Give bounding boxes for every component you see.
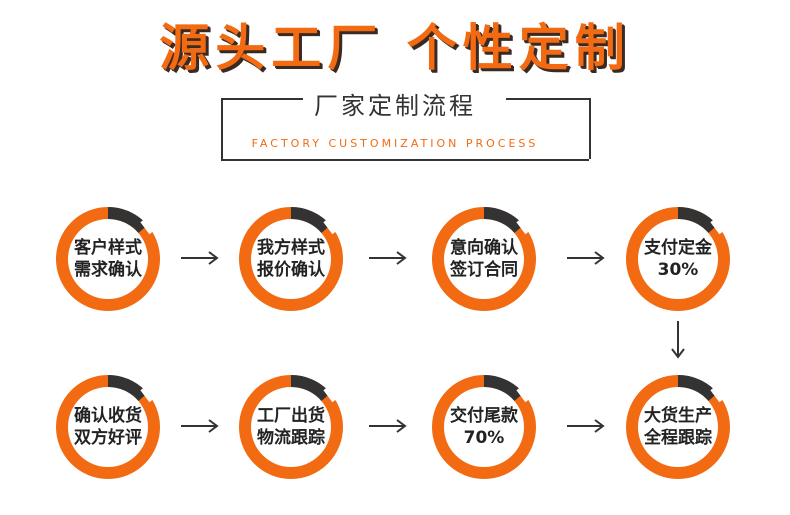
step-3-circle: 意向确认 签订合同	[429, 204, 539, 314]
ring-icon	[56, 206, 160, 311]
ring-icon	[432, 206, 536, 311]
step-5-line1: 确认收货	[74, 406, 142, 426]
step-7-line2: 70%	[463, 428, 505, 448]
step-8-line2: 全程跟踪	[644, 428, 712, 448]
ring-icon	[239, 206, 343, 311]
step-6-line1: 工厂出货	[257, 406, 325, 426]
step-2-line1: 我方样式	[257, 238, 325, 258]
ring-icon	[56, 374, 160, 479]
ring-icon	[432, 374, 536, 479]
step-5-line2: 双方好评	[74, 428, 142, 448]
arrow-right-icon	[181, 251, 219, 265]
step-1-line1: 客户样式	[74, 238, 142, 258]
arrow-right-icon	[369, 251, 407, 265]
arrow-right-icon	[181, 419, 219, 433]
step-1-circle: 客户样式 需求确认	[53, 204, 163, 314]
arrow-right-icon	[369, 419, 407, 433]
ring-icon	[626, 206, 730, 311]
step-8-line1: 大货生产	[644, 406, 712, 426]
step-6-circle: 工厂出货 物流跟踪	[236, 372, 346, 482]
step-8-circle: 大货生产 全程跟踪	[623, 372, 733, 482]
arrow-down-icon	[671, 321, 685, 359]
step-4-circle: 支付定金 30%	[623, 204, 733, 314]
headline: 源头工厂 个性定制	[159, 19, 631, 77]
step-5-circle: 确认收货 双方好评	[53, 372, 163, 482]
subtitle-frame-top-right	[506, 98, 589, 100]
arrow-right-icon	[567, 251, 605, 265]
step-1-line2: 需求确认	[74, 260, 142, 280]
step-4-line1: 支付定金	[644, 238, 712, 258]
step-3-line2: 签订合同	[450, 260, 518, 280]
step-7-circle: 交付尾款 70%	[429, 372, 539, 482]
arrow-right-icon	[567, 419, 605, 433]
ring-icon	[239, 374, 343, 479]
subtitle-frame	[221, 98, 591, 159]
subtitle-frame-top-left	[221, 98, 303, 100]
step-2-circle: 我方样式 报价确认	[236, 204, 346, 314]
subtitle: 厂家定制流程	[314, 92, 476, 120]
ring-icon	[626, 374, 730, 479]
subtitle-frame-bottom	[221, 159, 589, 161]
step-3-line1: 意向确认	[450, 238, 518, 258]
subtitle-english: FACTORY CUSTOMIZATION PROCESS	[251, 137, 539, 150]
step-6-line2: 物流跟踪	[257, 428, 325, 448]
step-2-line2: 报价确认	[257, 260, 325, 280]
step-7-line1: 交付尾款	[450, 406, 518, 426]
step-4-line2: 30%	[657, 260, 699, 280]
